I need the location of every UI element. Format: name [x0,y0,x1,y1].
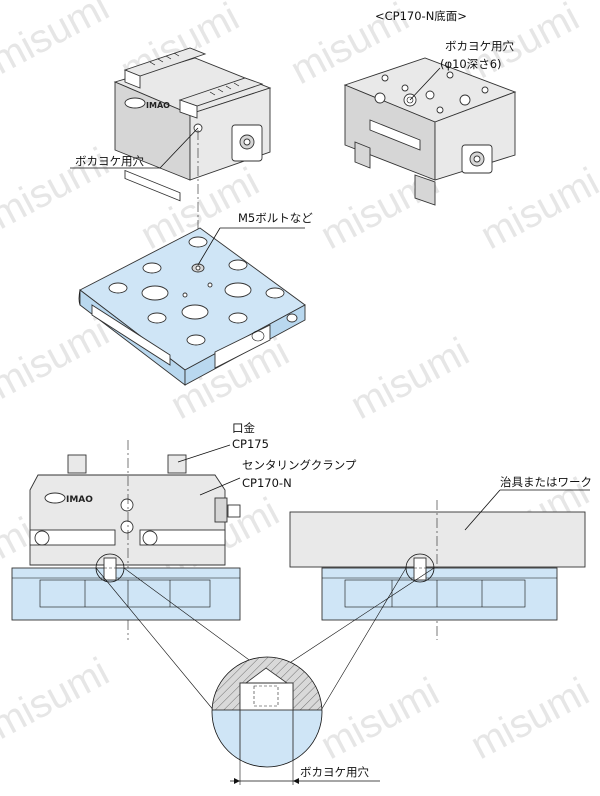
watermark-text: misumi [464,670,597,768]
jaw-model: CP175 [232,437,269,451]
clamp-label: センタリングクランプ [242,458,357,472]
front-elevation-left: IMAO [11,440,241,640]
watermark-text: misumi [474,160,600,258]
pocket-hole-label-top: ボカヨケ用穴 [75,154,144,168]
watermark-text: misumi [0,310,116,408]
detail-view [95,567,435,785]
watermark-text: misumi [0,650,116,748]
base-plate-isometric [78,227,306,386]
bottom-view-title: <CP170-N底面> [375,9,467,23]
jaw-label: 口金 [232,421,255,435]
clamp-isometric-view: IMAO [70,47,272,260]
m5-bolt-label: M5ボルトなど [238,211,313,225]
watermark-text: misumi [0,0,116,83]
svg-text:IMAO: IMAO [66,495,93,505]
clamp-bottom-view [343,57,517,206]
pocket-hole-label-detail: ボカヨケ用穴 [300,765,369,779]
pocket-hole-spec: (φ10深さ6) [440,57,502,71]
watermark-text: misumi [314,670,447,768]
clamp-model: CP170-N [242,476,292,490]
pocket-hole-label-bottom: ボカヨケ用穴 [445,39,514,53]
svg-text:IMAO: IMAO [146,101,170,110]
workpiece-label: 治具またはワーク [500,475,592,489]
watermark-text: misumi [344,330,477,428]
front-elevation-right [289,489,590,640]
